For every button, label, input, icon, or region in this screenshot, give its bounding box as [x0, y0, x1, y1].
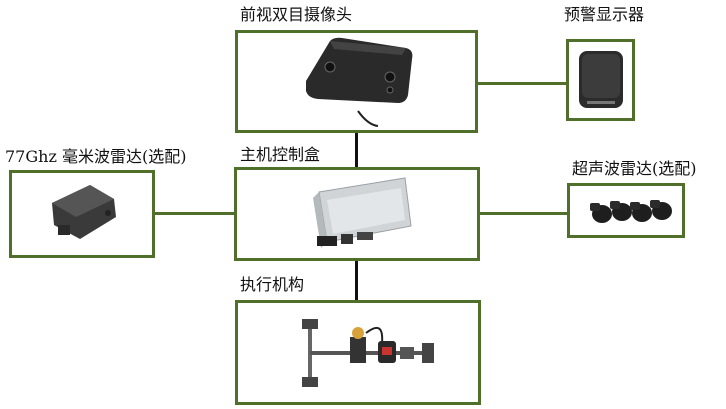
- ultrasonic-label: 超声波雷达(选配): [572, 159, 697, 178]
- camera-box[interactable]: [235, 30, 478, 133]
- stereo-camera-icon: [306, 37, 413, 127]
- camera-label: 前视双目摄像头: [240, 5, 353, 24]
- ecu-box[interactable]: [234, 167, 480, 261]
- ecu-label: 主机控制盒: [240, 145, 321, 164]
- connector-ecu-ultrasonic: [479, 212, 571, 215]
- connector-camera-ecu: [355, 132, 358, 168]
- radar77-label: 77Ghz 毫米波雷达(选配): [5, 147, 187, 166]
- warning-box[interactable]: [566, 39, 635, 121]
- mmwave-radar-icon: [52, 185, 116, 239]
- connector-radar-ecu: [155, 212, 235, 215]
- actuator-valve-icon: [302, 319, 434, 387]
- warning-label: 预警显示器: [564, 5, 645, 24]
- actuator-label: 执行机构: [240, 275, 305, 294]
- radar77-box[interactable]: [9, 170, 155, 258]
- actuator-box[interactable]: [235, 300, 481, 405]
- connector-ecu-actuator: [355, 259, 358, 301]
- ultrasonic-sensor-icon: [590, 200, 672, 223]
- ultrasonic-box[interactable]: [567, 183, 685, 238]
- control-box-icon: [313, 177, 412, 248]
- connector-camera-warning: [477, 82, 567, 85]
- warning-display-icon: [579, 51, 623, 108]
